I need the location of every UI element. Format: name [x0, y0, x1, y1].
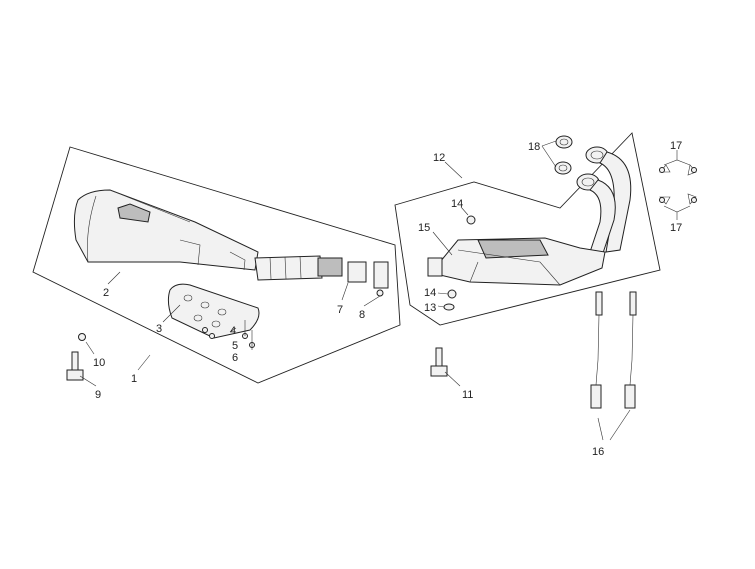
callout-12: 12: [433, 152, 445, 164]
clamp-part-8: [373, 261, 389, 297]
nut-part-14-lower: [447, 289, 457, 299]
muffler-assembly-outline: [32, 146, 401, 384]
collector-part-15: [427, 237, 606, 286]
callout-8: 8: [359, 309, 365, 321]
header-pipes: [576, 146, 632, 263]
heat-shield-part-3: [167, 283, 260, 339]
gaskets-part-18: [554, 135, 573, 175]
callout-1: 1: [131, 373, 137, 385]
callout-18: 18: [528, 141, 540, 153]
muffler-body: [73, 189, 343, 281]
leaders-left: [79, 271, 381, 387]
callout-7: 7: [337, 304, 343, 316]
callout-17-upper: 17: [670, 140, 682, 152]
fasteners-4-5-6: [202, 320, 255, 350]
washer-part-13: [443, 303, 455, 311]
callout-13: 13: [424, 302, 436, 314]
bolt-part-9: [66, 351, 84, 381]
callout-11: 11: [462, 389, 473, 401]
nut-part-14-upper: [466, 215, 476, 225]
bolt-part-11: [430, 347, 448, 377]
callout-14-upper: 14: [451, 198, 463, 210]
nut-part-10: [78, 333, 86, 341]
callout-14-lower: 14: [424, 287, 436, 299]
callout-9: 9: [95, 389, 101, 401]
leaders-right: [432, 140, 557, 387]
callout-16: 16: [592, 446, 604, 458]
callout-4: 4: [230, 325, 236, 337]
callout-2: 2: [103, 287, 109, 299]
callout-3: 3: [156, 323, 162, 335]
callout-5: 5: [232, 340, 238, 352]
oxygen-sensors-part-16: [590, 291, 637, 441]
callout-10: 10: [93, 357, 105, 369]
callout-6: 6: [232, 352, 238, 364]
callout-15: 15: [418, 222, 430, 234]
callout-17-lower: 17: [670, 222, 682, 234]
clips-part-17: [659, 150, 697, 220]
header-assembly-outline: [394, 132, 661, 326]
gasket-part-7: [347, 261, 367, 283]
